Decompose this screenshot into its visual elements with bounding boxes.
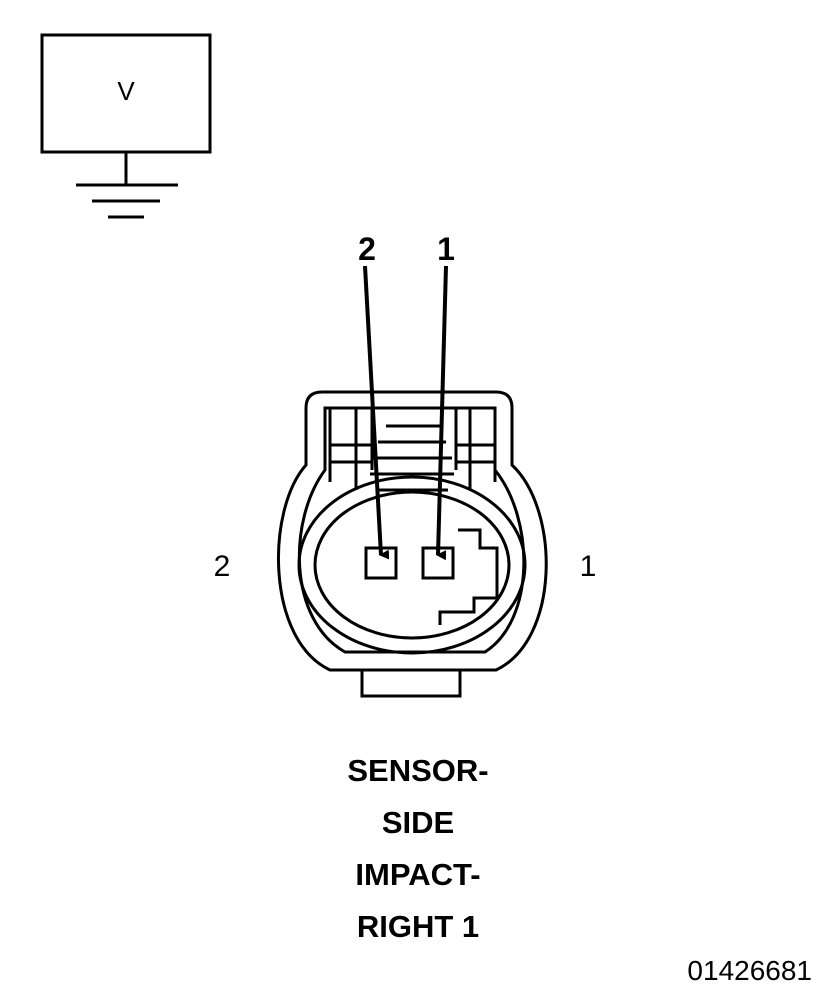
probe-arrow-1 [436,265,448,561]
caption-line-1: SENSOR- [347,753,488,788]
caption-line-3: IMPACT- [355,857,480,892]
voltmeter-box [40,33,212,154]
figure-id: 01426681 [687,955,812,986]
caption-line-2: SIDE [382,805,454,840]
connector-cavity-inner [313,490,511,640]
pin-label-1: 1 [580,550,597,583]
connector-bottom-tab [360,670,462,698]
terminal-2 [364,546,398,580]
voltmeter-label: V [117,76,135,106]
caption-line-4: RIGHT 1 [357,909,479,944]
probe-label-1: 1 [437,231,455,267]
connector-outer-shell [277,390,548,672]
latch-left [328,408,374,490]
latch-right [454,408,497,490]
keying-feature [438,528,499,625]
connector-face [277,390,548,698]
connector-cavity-outer [297,475,527,655]
probe-arrow-2 [363,265,390,560]
pin-label-2: 2 [214,550,231,583]
latch-ribs [370,424,454,492]
probe-label-2: 2 [358,231,376,267]
voltmeter-symbol: V [40,33,212,219]
